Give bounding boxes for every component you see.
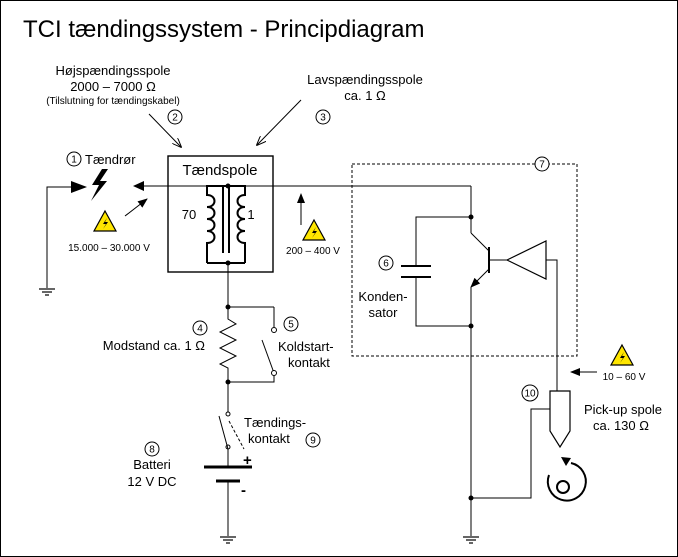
- spark-voltage-pointer: [124, 198, 148, 217]
- svg-text:5: 5: [288, 320, 294, 331]
- primary-winding-label: 1: [247, 207, 254, 222]
- pickup-ground-wire: [471, 408, 550, 499]
- pickup-voltage-label: 10 – 60 V: [603, 372, 646, 383]
- svg-text:9: 9: [310, 436, 316, 447]
- callout-6: 6: [378, 255, 394, 271]
- callout-4: 4: [192, 320, 208, 336]
- battery-label-1: Batteri: [133, 457, 171, 472]
- resistor-label: Modstand ca. 1 Ω: [103, 338, 205, 353]
- svg-text:8: 8: [149, 445, 155, 456]
- capacitor-top-wire: [415, 216, 471, 266]
- ground-icon: [38, 288, 56, 296]
- callout-7: 7: [534, 156, 550, 172]
- amplifier-symbol: [505, 240, 547, 280]
- secondary-winding: [206, 189, 216, 263]
- hv-coil-note: (Tilslutning for tændingskabel): [46, 96, 180, 107]
- hv-lead-arrow-icon: [133, 181, 144, 191]
- pickup-voltage-warning-icon: [610, 344, 634, 366]
- primary-winding: [236, 189, 246, 263]
- svg-text:10: 10: [524, 389, 536, 400]
- hv-coil-pointer: [148, 113, 181, 147]
- high-voltage-warning-icon: [93, 210, 117, 232]
- resistor-symbol: [218, 307, 238, 382]
- control-module-box: [351, 163, 578, 357]
- svg-text:2: 2: [172, 113, 178, 124]
- callout-8: 8: [144, 441, 160, 457]
- ignition-coil-label: Tændspole: [182, 162, 257, 179]
- lv-coil-ohm: ca. 1 Ω: [344, 88, 386, 103]
- secondary-winding-label: 70: [182, 207, 196, 222]
- primary-voltage-warning-icon: [302, 219, 326, 241]
- diagram-title: TCI tændingssystem - Principdiagram: [23, 16, 424, 43]
- pickup-label-1: Pick-up spole: [584, 402, 662, 417]
- ignition-switch-blade[interactable]: [218, 415, 229, 450]
- lightning-icon: [91, 169, 108, 201]
- coldstart-bottom-wire: [228, 376, 275, 383]
- battery-minus-sign: -: [241, 482, 246, 499]
- spark-plug-label: Tændrør: [85, 152, 136, 167]
- battery-label-2: 12 V DC: [127, 474, 176, 489]
- ignition-coil-box: [167, 155, 274, 273]
- ground-icon: [219, 536, 237, 544]
- svg-text:6: 6: [383, 259, 389, 270]
- svg-text:7: 7: [539, 160, 545, 171]
- svg-text:3: 3: [320, 113, 326, 124]
- callout-9: 9: [305, 432, 321, 448]
- ground-icon: [462, 536, 480, 544]
- amp-input-wire: [546, 259, 558, 401]
- callout-3: 3: [315, 109, 331, 125]
- hv-coil-ohm: 2000 – 7000 Ω: [70, 79, 156, 94]
- pickup-coil-symbol: [549, 390, 571, 449]
- capacitor-bottom-wire: [415, 277, 471, 327]
- ignition-switch-label-1: Tændings-: [244, 415, 306, 430]
- spark-gap-arrow-icon: [71, 181, 87, 193]
- lv-coil-pointer: [257, 99, 302, 145]
- lv-coil-label: Lavspændingsspole: [307, 72, 423, 87]
- transistor-collector: [470, 232, 490, 252]
- callout-2: 2: [167, 109, 183, 125]
- spark-voltage-label: 15.000 – 30.000 V: [68, 243, 150, 254]
- capacitor-label-2: sator: [369, 305, 399, 320]
- coldstart-switch-blade[interactable]: [261, 339, 275, 374]
- rotor-icon: [546, 457, 587, 502]
- primary-voltage-label: 200 – 400 V: [286, 246, 340, 257]
- callout-5: 5: [283, 316, 299, 332]
- callout-1: 1: [66, 151, 82, 167]
- transistor-emitter: [470, 268, 490, 288]
- callout-10: 10: [521, 384, 539, 402]
- capacitor-label-1: Konden-: [358, 289, 407, 304]
- pickup-label-2: ca. 130 Ω: [593, 418, 649, 433]
- battery-plus-sign: +: [243, 452, 252, 469]
- ignition-switch-label-2: kontakt: [248, 431, 290, 446]
- coldstart-label-2: kontakt: [288, 355, 330, 370]
- coldstart-label-1: Koldstart-: [278, 339, 334, 354]
- svg-text:1: 1: [71, 155, 77, 166]
- hv-coil-label: Højspændingsspole: [56, 63, 171, 78]
- svg-text:4: 4: [197, 324, 203, 335]
- ignition-switch-mechanical-link: [228, 420, 245, 450]
- spark-plug-ground-wire: [46, 186, 71, 288]
